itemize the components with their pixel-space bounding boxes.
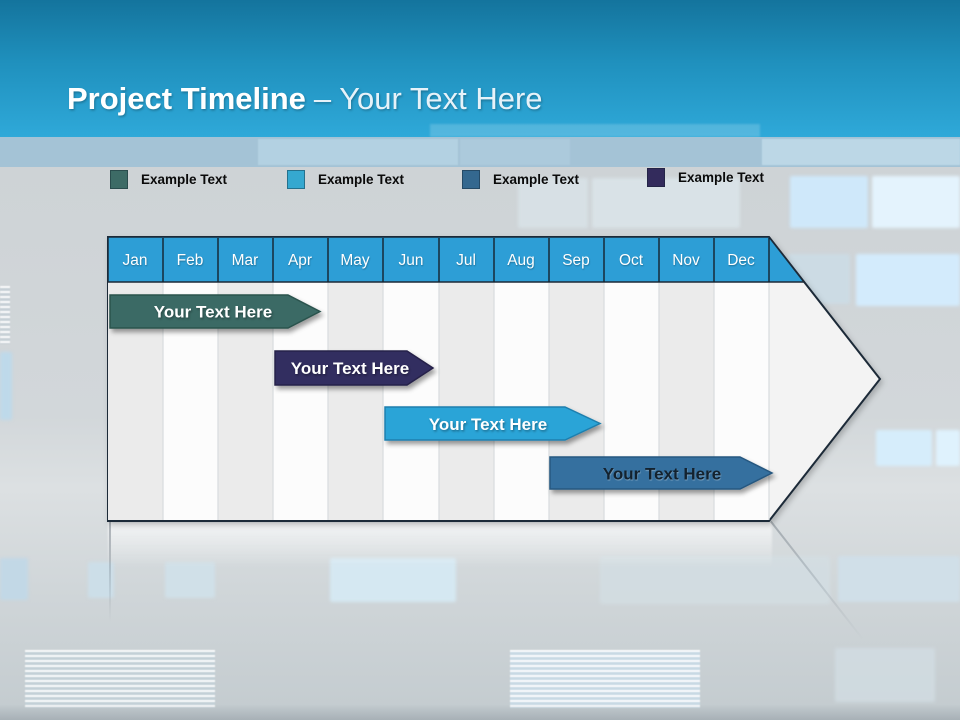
bottom-shade (0, 704, 960, 720)
month-label: Jan (123, 252, 148, 269)
month-column (328, 282, 383, 520)
timeline-bar-2-label[interactable]: Your Text Here (291, 359, 409, 378)
legend-swatch-teal (110, 170, 128, 189)
month-label: Dec (727, 252, 755, 269)
legend-item[interactable]: Example Text (110, 170, 227, 189)
timeline-bar-2[interactable] (274, 350, 435, 386)
month-label: Mar (232, 252, 259, 269)
timeline-bar-4[interactable] (549, 456, 774, 490)
legend-swatch-lightblue (287, 170, 305, 189)
bg-stripe-block (510, 650, 700, 708)
title-main: Project Timeline (67, 80, 306, 116)
timeline-bar-3[interactable] (384, 406, 602, 441)
month-column (383, 282, 439, 520)
legend-label: Example Text (493, 172, 580, 187)
timeline-bar-4-label[interactable]: Your Text Here (603, 465, 721, 484)
legend-item[interactable]: Example Text (287, 170, 404, 189)
bg-photo-box (872, 176, 960, 228)
bg-photo-box (0, 558, 28, 600)
table-reflection (108, 522, 772, 568)
accent-band-highlight (258, 139, 458, 165)
reflection-line-left (109, 522, 111, 622)
timeline-bar-3-label[interactable]: Your Text Here (429, 415, 547, 434)
legend-label: Example Text (678, 170, 765, 185)
bg-photo-box (876, 430, 932, 466)
month-header (107, 236, 806, 283)
month-label: Feb (177, 252, 204, 269)
bg-photo-box (790, 176, 868, 228)
accent-band-highlight (762, 139, 960, 165)
bg-photo-box (838, 556, 960, 602)
slide-title[interactable]: Project Timeline– Your Text Here (67, 81, 543, 117)
bg-photo-box (592, 178, 740, 228)
accent-band-highlight (460, 139, 570, 165)
bg-photo-box (165, 562, 215, 598)
month-column (494, 282, 549, 520)
month-label: Jul (456, 252, 476, 269)
month-label: May (340, 252, 370, 269)
bg-photo-box (88, 562, 114, 598)
legend-label: Example Text (141, 172, 228, 187)
bg-photo-box (518, 178, 588, 228)
month-label: Apr (288, 252, 312, 269)
legend-item[interactable]: Example Text (647, 168, 764, 187)
month-label: Aug (507, 252, 535, 269)
bg-photo-box (856, 254, 960, 306)
month-column (439, 282, 494, 520)
bg-stripe-block (0, 286, 10, 344)
header-glint (430, 124, 760, 137)
bg-stripe-block (25, 650, 215, 708)
legend-item[interactable]: Example Text (462, 170, 579, 189)
timeline-bar-1-label[interactable]: Your Text Here (154, 303, 272, 322)
bg-photo-box (835, 648, 935, 702)
timeline-bar-1[interactable] (109, 294, 322, 329)
legend-swatch-navy (647, 168, 665, 187)
bg-photo-box (936, 430, 960, 466)
title-suffix: – Your Text Here (313, 80, 543, 116)
legend-swatch-steelblue (462, 170, 480, 189)
legend-label: Example Text (318, 172, 405, 187)
header-band (0, 0, 960, 137)
month-label: Nov (672, 252, 700, 269)
month-label: Oct (619, 252, 644, 269)
month-label: Jun (399, 252, 424, 269)
month-label: Sep (562, 252, 590, 269)
bg-photo-box (0, 352, 12, 420)
